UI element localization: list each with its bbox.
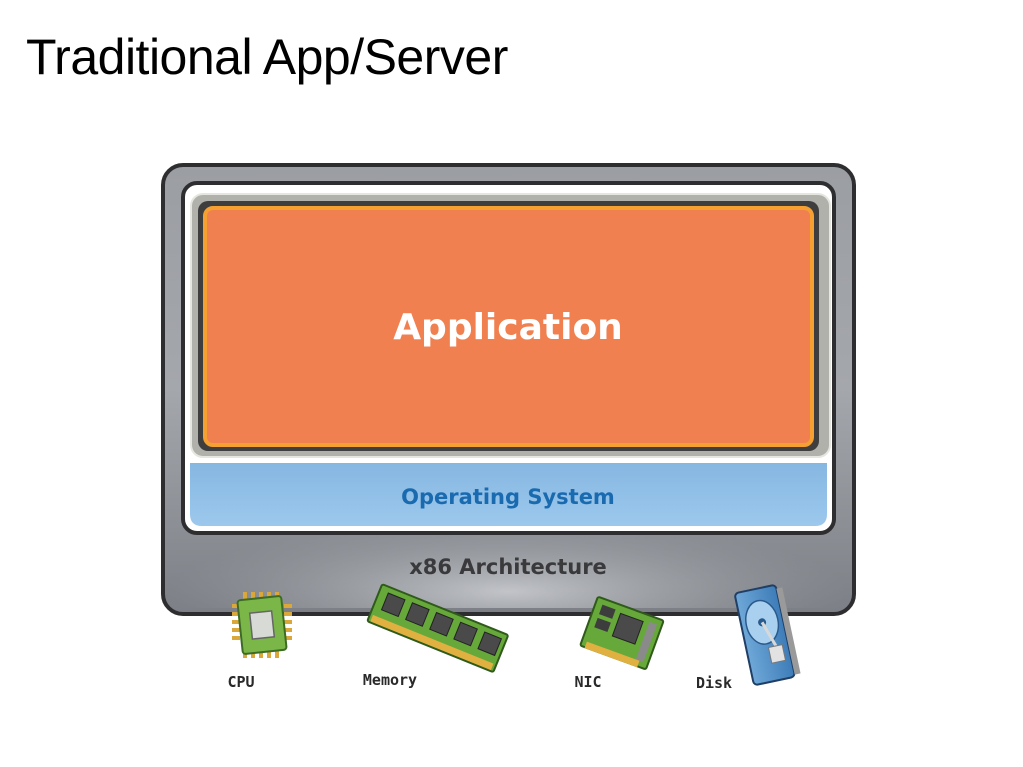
nic-label: NIC (574, 673, 601, 691)
memory-module-icon: Memory (363, 583, 509, 689)
application-label: Application (393, 307, 623, 348)
memory-label: Memory (363, 671, 417, 689)
operating-system-label: Operating System (401, 485, 615, 509)
slide-title: Traditional App/Server (26, 29, 508, 85)
hard-disk-icon: Disk (696, 584, 801, 692)
application-layer: Application (190, 193, 831, 458)
disk-label: Disk (696, 674, 732, 692)
x86-architecture-label: x86 Architecture (409, 555, 607, 579)
cpu-chip-icon: CPU (227, 592, 292, 691)
network-card-icon: NIC (574, 596, 665, 691)
cpu-label: CPU (227, 673, 254, 691)
